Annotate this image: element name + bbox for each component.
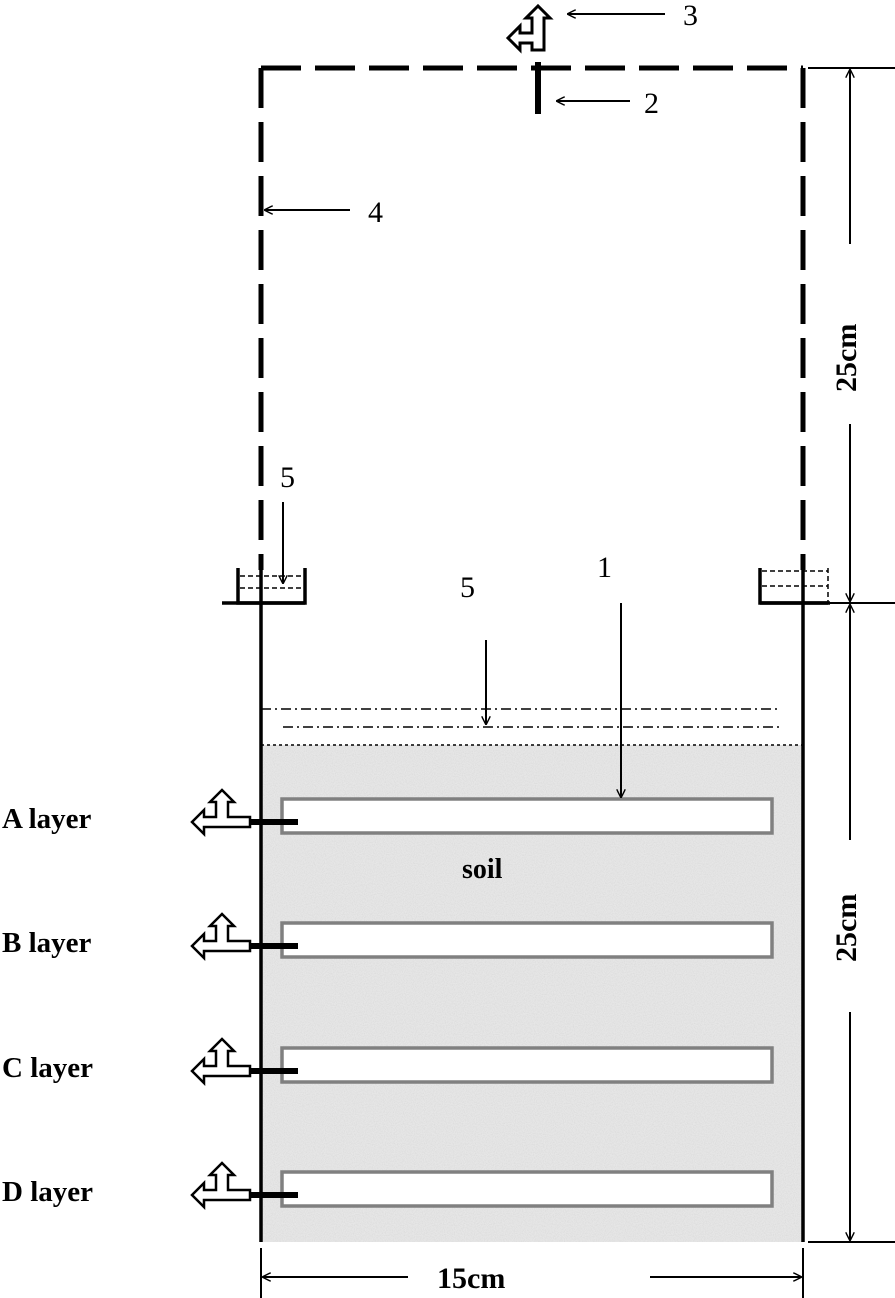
label-5-water: 5 — [460, 571, 475, 604]
layer-a-label: A layer — [2, 803, 92, 835]
label-4: 4 — [368, 196, 383, 229]
valve-a-icon — [190, 788, 252, 838]
label-3: 3 — [683, 0, 698, 32]
width-label: 15cm — [437, 1262, 505, 1295]
label-5-seal: 5 — [280, 461, 295, 494]
label-2: 2 — [644, 87, 659, 120]
three-way-valve-icon — [505, 3, 554, 54]
tube-c — [280, 1046, 774, 1084]
dimension-lines — [260, 67, 895, 1298]
seal-ring-right — [758, 568, 830, 605]
layer-b-label: B layer — [2, 927, 92, 959]
layer-c-label: C layer — [2, 1052, 93, 1084]
valve-c-icon — [190, 1037, 252, 1087]
headspace-chamber — [258, 65, 806, 570]
seal-ring-left — [222, 568, 307, 605]
tube-a — [280, 797, 774, 835]
upper-height-label: 25cm — [830, 324, 863, 392]
pointer-arrows — [265, 14, 665, 797]
layer-d-label: D layer — [2, 1176, 93, 1208]
surface-water-layer — [261, 708, 803, 746]
sampling-tubes — [280, 797, 774, 1208]
tube-d — [280, 1170, 774, 1208]
soil-label: soil — [462, 854, 503, 885]
lower-height-label: 25cm — [830, 894, 863, 962]
label-1: 1 — [597, 551, 612, 584]
column-walls — [259, 570, 805, 1242]
valve-b-icon — [190, 912, 252, 962]
valve-d-icon — [190, 1161, 252, 1211]
side-ports — [250, 819, 298, 1198]
tube-b — [280, 921, 774, 959]
